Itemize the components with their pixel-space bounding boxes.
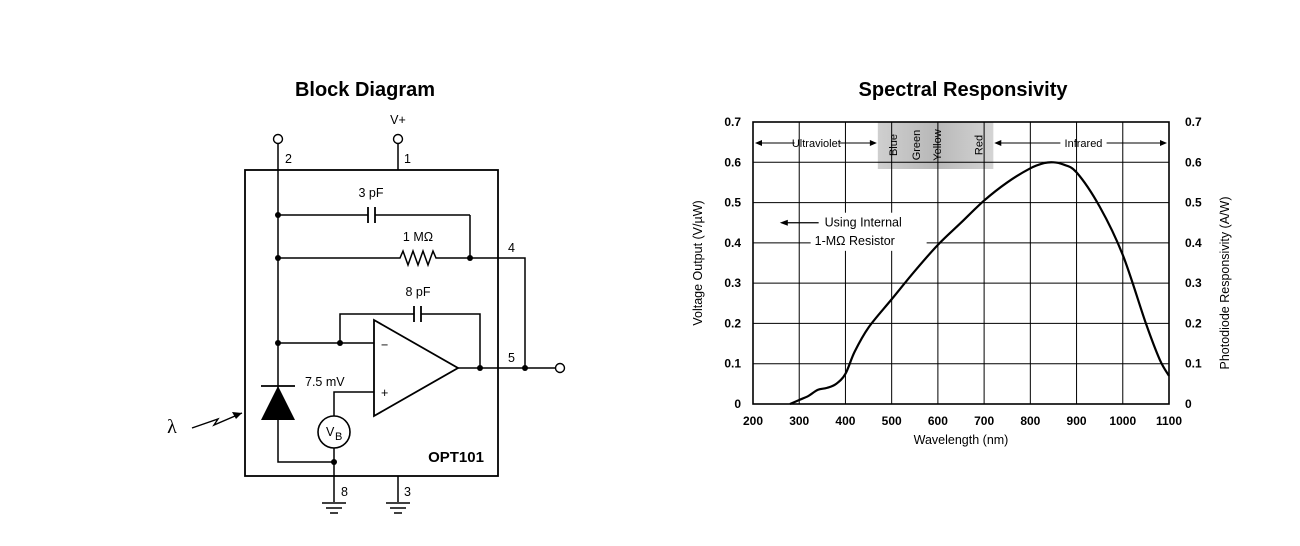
junction-dot — [467, 255, 473, 261]
x-tick-label: 900 — [1067, 414, 1087, 428]
band-labels: Ultraviolet Infrared Blue Green Yellow R… — [755, 129, 1167, 161]
opamp-symbol — [373, 318, 460, 418]
band-label-yellow: Yellow — [932, 129, 944, 160]
block-diagram-svg: Block Diagram 2 V+ 1 3 pF 1 MΩ 4 8 pF — [167, 79, 566, 514]
junction-dot — [275, 255, 281, 261]
lambda-symbol: λ — [167, 416, 177, 438]
junction-dot — [522, 365, 528, 371]
cap-8pf-label: 8 pF — [405, 285, 430, 299]
cap-8pf-wire-left — [339, 313, 414, 343]
y-tick-label: 0.3 — [724, 276, 741, 290]
pin-3-label: 3 — [404, 485, 411, 499]
junction-dot — [337, 340, 343, 346]
junction-dot — [275, 340, 281, 346]
y-right-tick-label: 0.3 — [1185, 276, 1202, 290]
res-1mohm-label: 1 MΩ — [403, 230, 433, 244]
y-tick-label: 0.1 — [724, 357, 741, 371]
block-diagram-title: Block Diagram — [295, 79, 435, 101]
pin-2-terminal[interactable] — [272, 133, 284, 145]
y-right-tick-label: 0.5 — [1185, 196, 1202, 210]
x-tick-label: 600 — [928, 414, 948, 428]
y-axis-right-label: Photodiode Responsivity (A/W) — [1218, 197, 1232, 370]
opamp-noninverting-wire — [333, 391, 374, 416]
cap-3pf-label: 3 pF — [358, 186, 383, 200]
band-label-blue: Blue — [888, 134, 900, 156]
chip-outline — [244, 169, 499, 477]
visible-color-band — [877, 122, 994, 169]
annotation-background — [810, 212, 927, 251]
chart-title: Spectral Responsivity — [859, 79, 1069, 101]
y-tick-label: 0.6 — [724, 155, 741, 169]
x-tick-label: 200 — [743, 414, 763, 428]
ir-arrowhead-right-icon — [1160, 140, 1167, 146]
x-tick-label: 700 — [974, 414, 994, 428]
spectral-chart-svg: Spectral Responsivity 200 300 400 500 600 700… — [691, 79, 1232, 447]
x-tick-label: 1100 — [1156, 414, 1182, 428]
x-tick-label: 300 — [789, 414, 809, 428]
band-label-infrared: Infrared — [1065, 138, 1103, 150]
pin-5-terminal[interactable] — [554, 362, 566, 374]
y-tick-label: 0.7 — [724, 115, 741, 129]
y-tick-label: 0 — [734, 397, 741, 411]
opamp-plus-label: + — [381, 386, 388, 400]
y-axis-label: Voltage Output (V/µW) — [691, 200, 705, 325]
y-tick-label: 0.4 — [724, 236, 741, 250]
x-tick-label: 1000 — [1109, 414, 1136, 428]
annotation-line-1: Using Internal — [825, 216, 902, 230]
x-tick-label: 500 — [882, 414, 902, 428]
band-label-ultraviolet: Ultraviolet — [792, 138, 841, 150]
photodiode-icon — [261, 386, 295, 420]
plot-frame — [752, 121, 1170, 405]
vb-label: V — [326, 425, 335, 439]
pin-8-label: 8 — [341, 485, 348, 499]
uv-arrowhead-right-icon — [869, 140, 877, 146]
light-arrow-icon — [191, 412, 243, 429]
pin-1-label: 1 — [404, 152, 411, 166]
pin-5-label: 5 — [508, 351, 515, 365]
y-tick-label: 0.2 — [724, 316, 741, 330]
y-tick-label: 0.5 — [724, 196, 741, 210]
y-right-tick-label: 0.6 — [1185, 155, 1202, 169]
chip-name-label: OPT101 — [428, 449, 484, 466]
band-label-red: Red — [973, 135, 985, 155]
block-diagram-panel: Block Diagram 2 V+ 1 3 pF 1 MΩ 4 8 pF — [167, 79, 566, 514]
series-line — [789, 161, 1170, 406]
anode-return-wire — [277, 460, 334, 463]
light-arrowhead-icon — [232, 412, 242, 419]
y-right-tick-label: 0.1 — [1185, 357, 1202, 371]
annotation-arrowhead-icon — [779, 219, 788, 226]
y-right-tick-label: 0 — [1185, 397, 1192, 411]
pin-4-label: 4 — [508, 241, 515, 255]
spectral-panel: Spectral Responsivity 200 300 400 500 600 700… — [650, 0, 1300, 546]
y-right-tick-label: 0.4 — [1185, 236, 1202, 250]
x-tick-label: 400 — [835, 414, 855, 428]
band-label-green: Green — [911, 130, 923, 161]
vb-voltage-label: 7.5 mV — [305, 375, 345, 389]
annotation-line-2: 1-MΩ Resistor — [815, 234, 895, 248]
pin-2-label: 2 — [285, 152, 292, 166]
annotation-arrow-icon — [779, 219, 819, 226]
vb-subscript: B — [335, 431, 342, 443]
y-right-tick-label: 0.2 — [1185, 316, 1202, 330]
opamp-minus-label: − — [381, 338, 388, 352]
y-right-tick-label: 0.7 — [1185, 115, 1202, 129]
junction-dot — [477, 365, 483, 371]
x-axis-label: Wavelength (nm) — [914, 433, 1009, 447]
cap-8pf-wire-right — [421, 313, 481, 368]
uv-arrowhead-left-icon — [755, 140, 762, 146]
vplus-label: V+ — [390, 113, 406, 127]
pin-1-terminal[interactable] — [392, 133, 404, 145]
ir-arrowhead-left-icon — [994, 140, 1002, 146]
x-tick-label: 800 — [1020, 414, 1040, 428]
junction-dot — [275, 212, 281, 218]
